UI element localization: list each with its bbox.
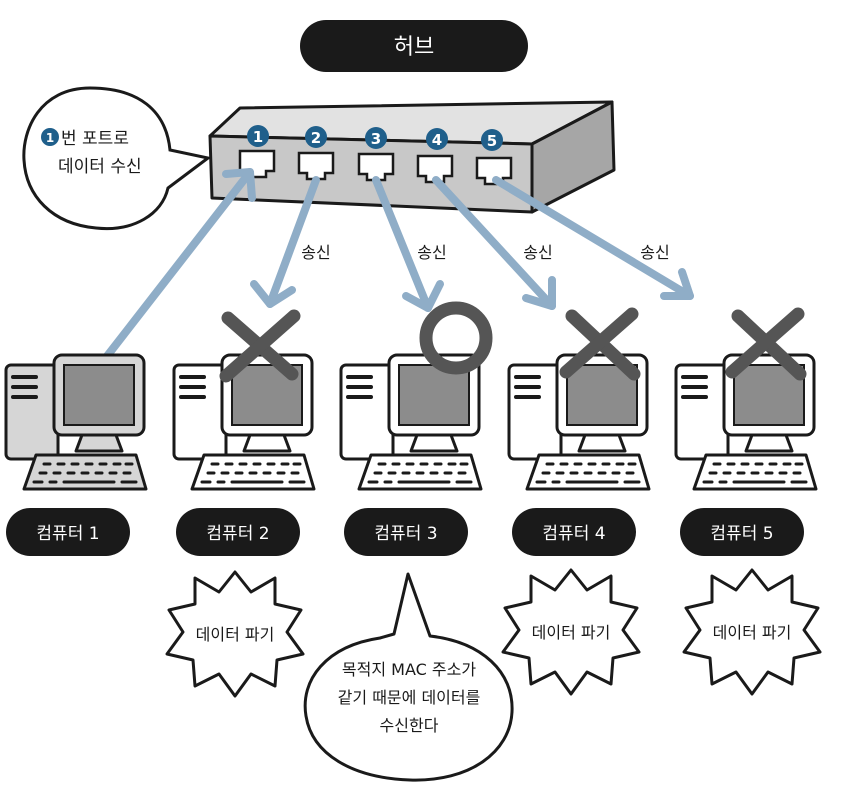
discard-burst-5: 데이터 파기: [682, 568, 822, 696]
computer-label-3: 컴퓨터 3: [344, 508, 468, 556]
send-label-2: 송신: [301, 243, 330, 262]
callout-line-1: 번 포트로: [61, 129, 129, 149]
discard-burst-2: 데이터 파기: [165, 570, 305, 698]
computer-label-5: 컴퓨터 5: [680, 508, 804, 556]
port-badge-4: [426, 128, 448, 150]
discard-label-5: 데이터 파기: [713, 623, 792, 642]
callout-line-2: 데이터 수신: [58, 157, 142, 177]
accept-callout: 목적지 MAC 주소가 같기 때문에 데이터를 수신한다: [303, 572, 514, 782]
circle-mark-icon: [419, 301, 493, 375]
computer-label-text-2: 컴퓨터 2: [206, 524, 269, 544]
receive-callout: 1 번 포트로 데이터 수신: [22, 86, 212, 231]
accept-line-1: 목적지 MAC 주소가: [342, 660, 476, 679]
port-badge-5: [481, 129, 503, 151]
accept-line-3: 수신한다: [380, 716, 439, 735]
callout-port-number: 1: [46, 131, 54, 145]
port-2: 2: [297, 126, 335, 181]
computer-label-4: 컴퓨터 4: [512, 508, 636, 556]
port-number-4: 4: [432, 131, 442, 149]
port-number-5: 5: [487, 132, 497, 150]
arrow-port3-to-pc3: [372, 176, 444, 312]
port-3: 3: [357, 127, 395, 182]
arrow-port4-to-pc4: [432, 176, 556, 310]
computer-label-text-5: 컴퓨터 5: [710, 524, 773, 544]
arrow-port5-to-pc5: [492, 176, 694, 300]
send-label-3: 송신: [417, 243, 446, 262]
computer-label-2: 컴퓨터 2: [176, 508, 300, 556]
arrow-port2-to-pc2: [250, 176, 320, 308]
x-mark-icon: [219, 309, 301, 383]
arrow-pc1-to-port1: [100, 168, 256, 364]
port-1: 1: [238, 125, 276, 179]
discard-label-2: 데이터 파기: [196, 625, 275, 644]
port-number-2: 2: [311, 129, 321, 147]
computer-label-1: 컴퓨터 1: [6, 508, 130, 556]
port-badge-3: [365, 127, 387, 149]
port-number-3: 3: [371, 130, 381, 148]
port-number-1: 1: [253, 128, 263, 146]
discard-burst-4: 데이터 파기: [501, 568, 641, 696]
computer-label-text-4: 컴퓨터 4: [542, 524, 605, 544]
port-badge-2: [305, 126, 327, 148]
x-mark-icon: [725, 307, 807, 381]
hub-title: 허브: [394, 35, 434, 60]
x-mark-icon: [559, 307, 641, 381]
send-label-4: 송신: [523, 243, 552, 262]
computer-label-text-1: 컴퓨터 1: [36, 524, 99, 544]
computer-label-text-3: 컴퓨터 3: [374, 524, 437, 544]
computer-3-icon: [339, 353, 483, 491]
computer-1-icon: [4, 353, 148, 491]
port-badge-1: [247, 125, 269, 147]
discard-label-4: 데이터 파기: [532, 623, 611, 642]
send-label-5: 송신: [640, 243, 669, 262]
port-badge-icon: [41, 128, 59, 146]
port-4: 4: [416, 128, 454, 184]
hub-title-pill: 허브: [300, 20, 528, 72]
accept-line-2: 같기 때문에 데이터를: [338, 688, 481, 707]
port-5: 5: [475, 129, 513, 186]
